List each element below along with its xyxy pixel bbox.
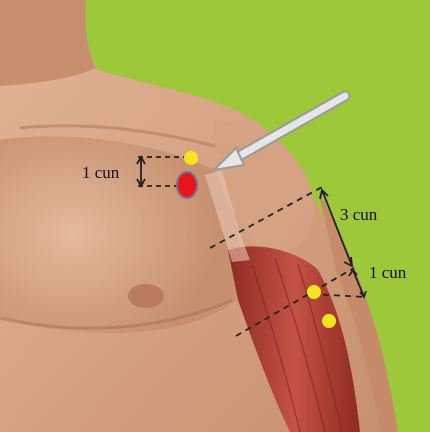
reference-point-icon	[307, 285, 321, 299]
nipple	[128, 284, 164, 308]
pectoral-shading	[0, 136, 240, 333]
target-point-icon	[177, 172, 197, 198]
arm-short-spacing-label: 1 cun	[369, 264, 406, 281]
reference-point-icon	[184, 151, 198, 165]
neck	[0, 0, 96, 86]
arm-long-spacing-label: 3 cun	[340, 206, 377, 223]
chest-spacing-label: 1 cun	[82, 164, 119, 181]
reference-point-icon	[322, 314, 336, 328]
